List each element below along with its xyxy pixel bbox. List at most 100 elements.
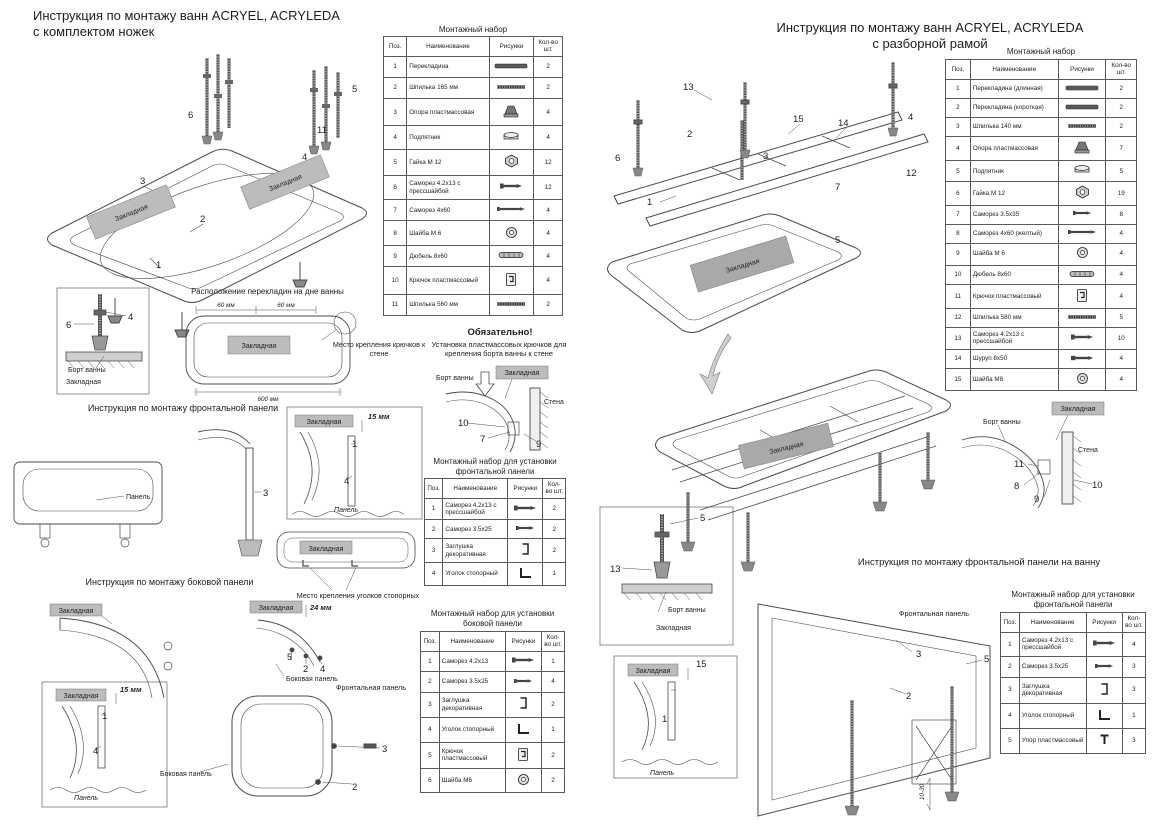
callout-10: 10 xyxy=(458,418,469,429)
inlay-label: Закладная xyxy=(307,419,342,426)
callout-15: 15 xyxy=(793,114,804,125)
kit-qty: 4 xyxy=(533,98,563,127)
kit-qty: 3 xyxy=(1121,728,1147,754)
kit-name: Гайка М 12 xyxy=(406,149,490,177)
stud-icon xyxy=(1057,116,1107,137)
kit-qty: 4 xyxy=(533,125,563,151)
callout-2: 2 xyxy=(687,129,692,140)
inlay-label: Закладная xyxy=(505,370,540,377)
kit-header: Кол-во шт. xyxy=(542,478,566,499)
inlay-label: Закладная xyxy=(309,546,344,553)
left-side-quarter xyxy=(49,603,173,699)
screw_long-icon xyxy=(488,199,535,222)
left-diagram-caption: Расположение перекладин на дне ванны xyxy=(191,287,344,296)
screw-icon xyxy=(504,671,542,693)
kit-name: Подпятник xyxy=(406,125,490,151)
bath-edge-label: Борт ванны xyxy=(68,367,106,374)
dim-15mm: 15 мм xyxy=(120,685,142,694)
nut-icon xyxy=(1057,181,1107,206)
callout-1: 1 xyxy=(352,439,357,450)
callout-1: 1 xyxy=(647,197,652,208)
callout-10: 10 xyxy=(1092,480,1103,491)
dim-range: 10-30 xyxy=(919,783,926,800)
right-front-panel-heading: Инструкция по монтажу фронтальной панели… xyxy=(857,557,1101,568)
support-icon xyxy=(488,98,535,127)
callout-11: 11 xyxy=(317,125,327,136)
left-panel-corner xyxy=(199,695,381,797)
kit-qty: 5 xyxy=(1105,160,1137,183)
callout-7: 7 xyxy=(480,434,485,445)
hook-icon xyxy=(1057,283,1107,310)
kit-qty: 2 xyxy=(1105,116,1137,137)
kit-qty: 3 xyxy=(1121,655,1147,678)
panel-label: Панель xyxy=(650,770,674,777)
kit-header: Рисунки xyxy=(507,478,544,499)
kit-qty: 7 xyxy=(1105,135,1137,162)
right-bathtub-top xyxy=(607,213,861,333)
stud-icon xyxy=(1057,308,1107,329)
kit-qty: 4 xyxy=(533,220,563,247)
callout-2: 2 xyxy=(303,664,308,675)
kit-qty: 2 xyxy=(540,741,566,770)
kit-pos: 11 xyxy=(382,293,408,317)
callout-9: 9 xyxy=(536,439,541,450)
wall-label: Стена xyxy=(1078,447,1098,454)
left-stud-cluster-left xyxy=(201,54,233,145)
kit-qty: 2 xyxy=(540,691,566,718)
left-side-detail xyxy=(249,600,323,677)
callout-3: 3 xyxy=(382,744,387,755)
kit-name: Шайба М8 xyxy=(969,367,1059,392)
angle-icon xyxy=(1085,702,1123,730)
right-assembled-diagram xyxy=(655,369,951,572)
mandatory-title: Обязательно! xyxy=(467,327,533,338)
kit-pos: 10 xyxy=(382,266,408,295)
kit-header: Кол-во шт. xyxy=(540,631,566,652)
right-front-detail-box xyxy=(613,655,738,779)
callout-4: 4 xyxy=(128,312,133,323)
left-front-panel-heading: Инструкция по монтажу фронтальной панели xyxy=(87,403,279,413)
kit-qty: 1 xyxy=(542,561,566,587)
callout-4: 4 xyxy=(302,152,307,163)
kit-pos: 2 xyxy=(382,76,408,100)
panel-label: Панель xyxy=(126,494,151,501)
kit-qty: 4 xyxy=(540,671,566,693)
kit-qty: 12 xyxy=(533,149,563,177)
left-inlay-patch-2: Закладная xyxy=(240,154,330,210)
kit-name: Крючок пластмассовый xyxy=(438,741,506,770)
screw-icon xyxy=(1085,655,1123,678)
callout-6: 6 xyxy=(188,110,193,121)
right-main-kit-title: Монтажный набор xyxy=(1006,47,1076,56)
kit-name: Упор пластмассовый xyxy=(1018,728,1087,754)
dim-24mm: 24 мм xyxy=(309,603,332,612)
kit-pos: 1 xyxy=(423,497,444,521)
inlay-label: Закладная xyxy=(66,379,101,386)
right-inlay-patch-assembled: Закладная xyxy=(738,422,834,470)
left-side-detail-box xyxy=(41,681,168,808)
callout-1: 1 xyxy=(102,711,107,722)
callout-6: 6 xyxy=(615,153,620,164)
dim-60mm: 60 мм xyxy=(277,302,295,309)
